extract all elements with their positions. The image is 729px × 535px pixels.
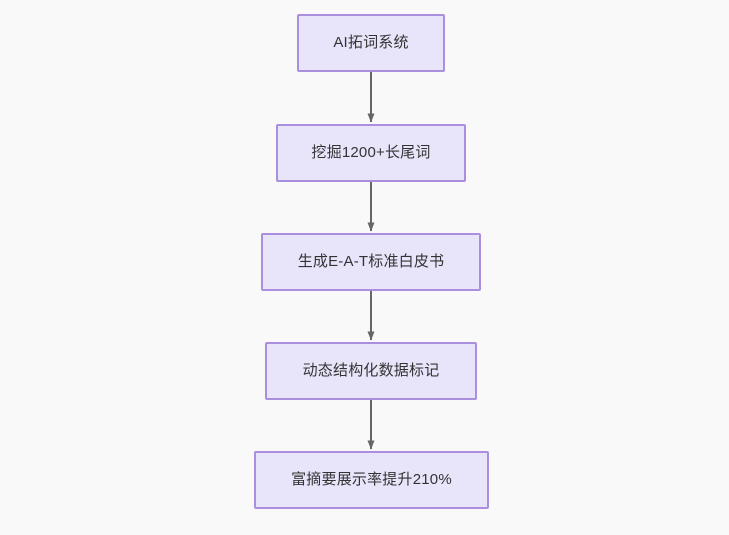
node-label: AI拓词系统 <box>333 33 409 51</box>
flowchart-node-mine-longtail-keywords[interactable]: 挖掘1200+长尾词 <box>276 124 466 182</box>
flowchart-node-ai-keyword-system[interactable]: AI拓词系统 <box>297 14 445 72</box>
node-label: 动态结构化数据标记 <box>302 361 440 379</box>
flowchart-node-rich-snippet-impression-uplift[interactable]: 富摘要展示率提升210% <box>254 451 489 509</box>
node-label: 生成E-A-T标准白皮书 <box>297 252 445 270</box>
node-label: 挖掘1200+长尾词 <box>311 143 431 161</box>
flowchart-node-generate-eat-whitepaper[interactable]: 生成E-A-T标准白皮书 <box>261 233 481 291</box>
flowchart-node-dynamic-structured-data-markup[interactable]: 动态结构化数据标记 <box>265 342 477 400</box>
node-label: 富摘要展示率提升210% <box>291 470 452 488</box>
